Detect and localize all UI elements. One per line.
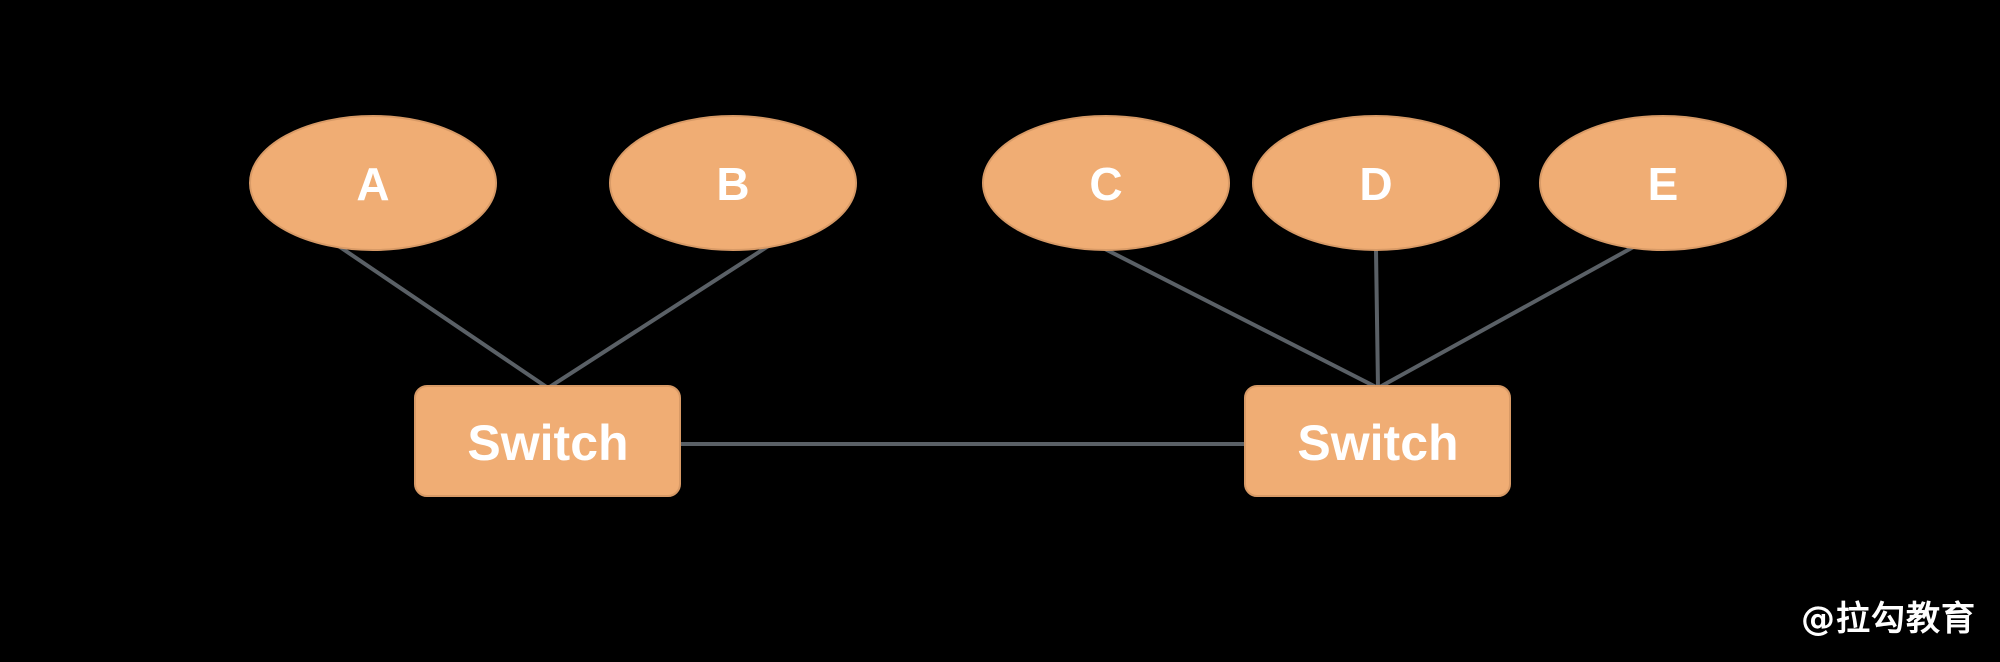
switch-label-left: Switch xyxy=(467,415,628,471)
switch-node-right[interactable]: Switch xyxy=(1244,385,1511,497)
host-node-c[interactable]: C xyxy=(982,115,1230,251)
host-node-b[interactable]: B xyxy=(609,115,857,251)
host-ellipse-e xyxy=(1539,115,1787,251)
host-ellipse-d xyxy=(1252,115,1500,251)
edge-d-switch-right xyxy=(1374,248,1380,390)
edge-layer xyxy=(335,243,1639,446)
edge-c-switch-right xyxy=(1101,246,1380,390)
watermark-text: @拉勾教育 xyxy=(1801,599,1976,639)
edge-a-switch-left xyxy=(335,243,550,390)
switch-label-right: Switch xyxy=(1297,415,1458,471)
host-label-d: D xyxy=(1359,158,1392,210)
host-label-e: E xyxy=(1648,158,1679,210)
host-ellipse-b xyxy=(609,115,857,251)
host-ellipse-a xyxy=(249,115,497,251)
host-node-d[interactable]: D xyxy=(1252,115,1500,251)
host-label-b: B xyxy=(716,158,749,210)
switch-box-right xyxy=(1244,385,1511,497)
edge-e-switch-right xyxy=(1376,243,1639,390)
host-node-e[interactable]: E xyxy=(1539,115,1787,251)
host-label-a: A xyxy=(356,158,389,210)
host-node-a[interactable]: A xyxy=(249,115,497,251)
host-label-c: C xyxy=(1089,158,1122,210)
switch-box-left xyxy=(414,385,681,497)
edge-b-switch-left xyxy=(546,243,772,390)
switch-node-left[interactable]: Switch xyxy=(414,385,681,497)
host-ellipse-c xyxy=(982,115,1230,251)
